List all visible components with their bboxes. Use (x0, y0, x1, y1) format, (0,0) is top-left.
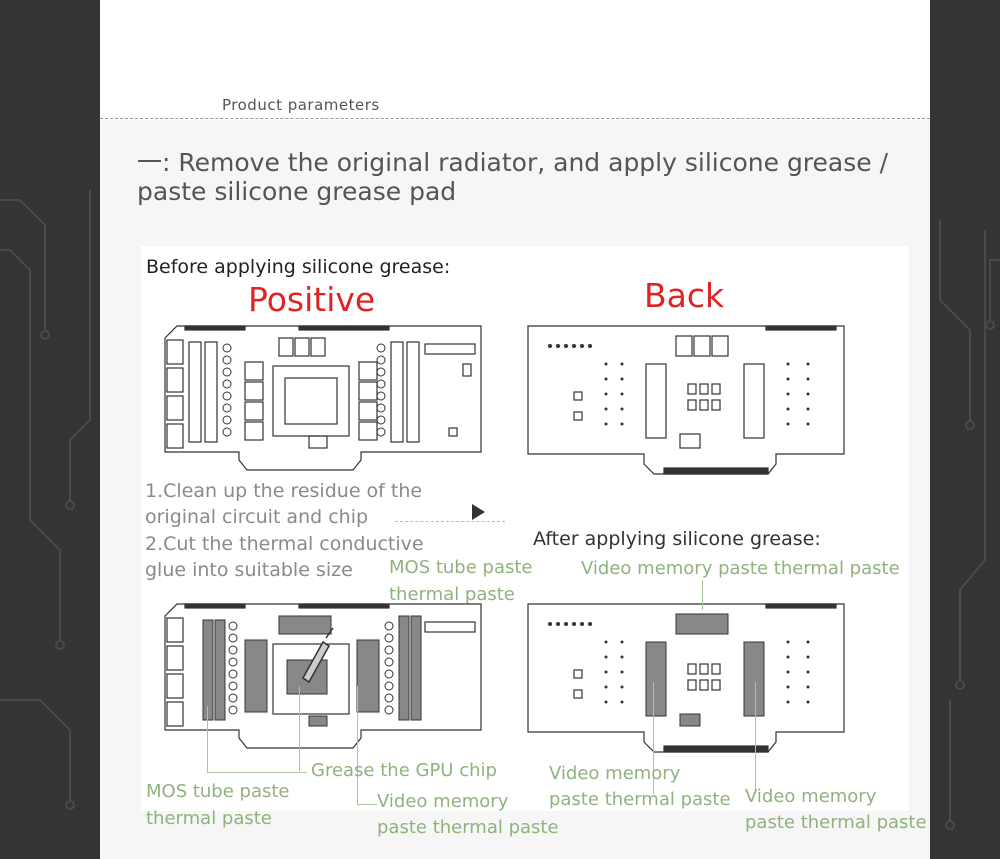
vram-top-label: Video memory paste thermal paste (581, 558, 900, 579)
mos-top-label-1: MOS tube paste (389, 557, 533, 578)
back-label: Back (644, 276, 725, 315)
front-board-after (164, 603, 482, 749)
vram-back-left-label-1: Video memory (549, 763, 681, 784)
after-label: After applying silicone grease: (533, 528, 821, 550)
header-divider (100, 118, 930, 119)
vram-back-left-label-2: paste thermal paste (549, 789, 731, 810)
leader-line (207, 772, 307, 773)
leader-line (755, 682, 756, 794)
circuit-trace-decoration (939, 220, 1000, 830)
back-board-after (527, 603, 845, 753)
gpu-label: Grease the GPU chip (311, 760, 497, 781)
diagram-panel: Before applying silicone grease: Positiv… (141, 246, 927, 838)
left-decoration (0, 0, 100, 859)
leader-line (653, 682, 654, 794)
front-board-before (164, 325, 482, 471)
play-arrow-icon (472, 504, 485, 520)
step2-line2: glue into suitable size (145, 559, 353, 581)
positive-label: Positive (248, 280, 376, 319)
vram-back-right-label-2: paste thermal paste (745, 812, 927, 833)
mos-bottom-label-2: thermal paste (146, 808, 272, 829)
mos-bottom-label-1: MOS tube paste (146, 781, 290, 802)
mos-top-label-2: thermal paste (389, 584, 515, 605)
leader-line (357, 686, 358, 804)
right-decoration (930, 0, 1000, 859)
vram-front-label-2: paste thermal paste (377, 817, 559, 838)
vram-back-right-label-1: Video memory (745, 786, 877, 807)
header-band (100, 0, 930, 120)
before-label: Before applying silicone grease: (146, 256, 451, 278)
circuit-trace-decoration (0, 190, 91, 810)
step2-line1: 2.Cut the thermal conductive (145, 533, 424, 555)
vram-front-label-1: Video memory (377, 791, 509, 812)
product-parameters-label: Product parameters (222, 96, 380, 114)
leader-line (702, 580, 703, 610)
step-divider (395, 521, 505, 522)
page-content: Product parameters 一: Remove the origina… (100, 0, 930, 859)
step1-line2: original circuit and chip (145, 506, 369, 528)
leader-line (357, 804, 377, 805)
step1-line1: 1.Clean up the residue of the (145, 480, 423, 502)
leader-line (299, 686, 300, 771)
syringe-icon (302, 627, 334, 684)
back-board-before (527, 325, 845, 475)
leader-line (207, 706, 208, 772)
section-title: 一: Remove the original radiator, and app… (137, 148, 889, 206)
